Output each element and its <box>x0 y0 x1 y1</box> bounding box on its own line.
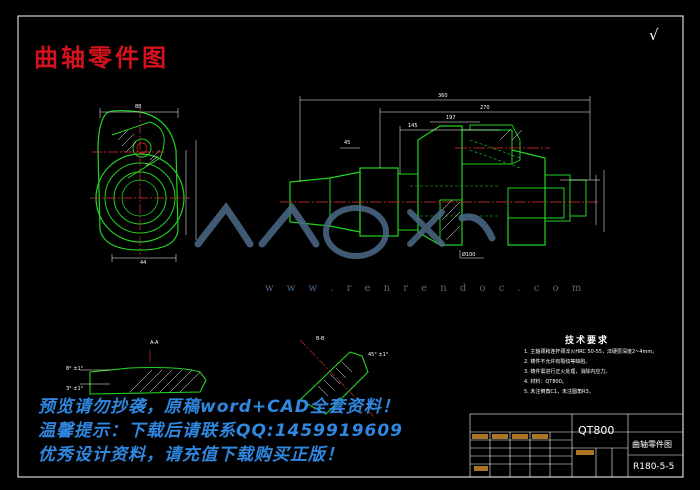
watermark-url: w w w . r e n r e n d o c . c o m <box>265 283 587 294</box>
side-view <box>90 108 197 262</box>
section-b <box>299 339 376 419</box>
tech-line-3: 3. 铸件需进行正火处理，消除内应力。 <box>524 369 611 375</box>
title-block-material: QT800 <box>578 424 615 437</box>
tech-line-1: 1. 主轴颈和连杆颈淬火HRC 50-55，淬硬层深度2~4mm。 <box>524 349 658 355</box>
angle-c-label: 45° ±1° <box>368 352 389 358</box>
section-b-label: B-B <box>316 336 325 342</box>
sheet-border <box>17 15 684 478</box>
section-a-label: A-A <box>150 340 159 346</box>
title-block-drawing-number: R180-5-5 <box>633 462 675 472</box>
dim-len-c: 145 <box>408 123 418 129</box>
title-block <box>469 413 684 478</box>
title-block-part-name: 曲轴零件图 <box>632 440 672 449</box>
title-block-fills <box>472 434 594 471</box>
dim-side-width: 88 <box>135 104 142 110</box>
notice-line-3: 优秀设计资料，请充值下载购买正版！ <box>38 445 344 465</box>
tech-requirements-title: 技术要求 <box>565 336 610 346</box>
watermark-logo <box>194 202 496 259</box>
dim-total-length: 360 <box>438 93 448 99</box>
dim-diameter-a: Ø100 <box>462 252 476 258</box>
dim-len-b: 197 <box>446 115 456 121</box>
drawing-title: 曲轴零件图 <box>34 43 169 72</box>
dim-len-a: 270 <box>480 105 490 111</box>
angle-a-label: 8° ±1° <box>66 366 84 372</box>
dim-len-d: 45 <box>344 140 351 146</box>
tech-line-5: 5. 未注倒角C1，未注圆角R3。 <box>524 389 594 395</box>
section-a <box>80 350 207 395</box>
tech-line-2: 2. 铸件不允许有裂纹等缺陷。 <box>524 359 591 365</box>
notice-line-2: 温馨提示：下载后请联系QQ:1459919609 <box>38 421 403 441</box>
angle-b-label: 3° ±1° <box>66 386 84 392</box>
notice-line-1: 预览请勿抄袭，原稿word+CAD全套资料！ <box>38 397 400 417</box>
check-mark-icon: √ <box>649 26 659 44</box>
dim-side-base: 44 <box>140 260 147 266</box>
tech-line-4: 4. 材料：QT800。 <box>524 379 567 385</box>
